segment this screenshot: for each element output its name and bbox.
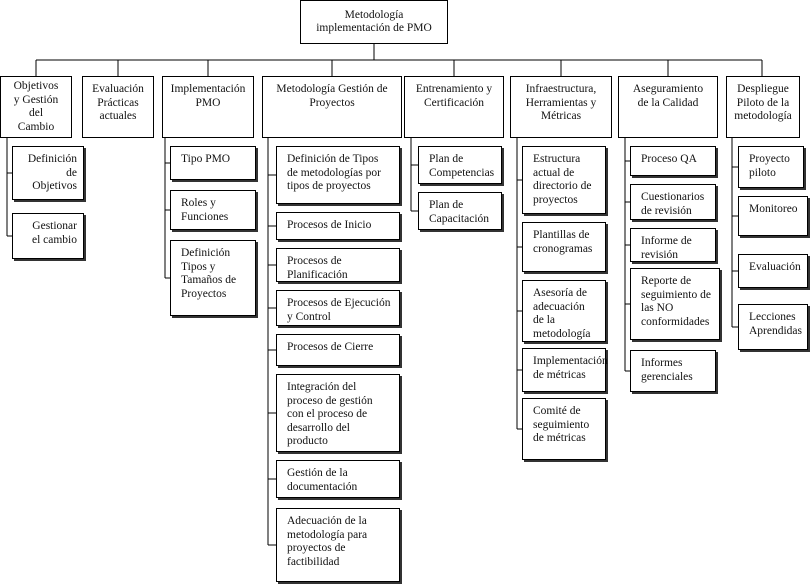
column-header-evaluacion: Evaluación Prácticas actuales (82, 76, 154, 138)
child-label: Gestionar el cambio (31, 220, 77, 246)
child-box: Informe de revisión (630, 228, 716, 262)
child-box: Roles y Funciones (170, 190, 256, 230)
child-label: Comité de seguimiento de métricas (533, 405, 590, 444)
child-box: Procesos de Planificación (276, 248, 400, 282)
child-box: Monitoreo (738, 196, 808, 236)
column-header-label: Despliegue Piloto de la metodología (734, 83, 792, 122)
column-header-implementacion: Implementación PMO (162, 76, 254, 138)
column-header-label: Metodología Gestión de Proyectos (276, 83, 388, 109)
child-label: Lecciones Aprendidas (749, 311, 803, 337)
child-box: Procesos de Inicio (276, 212, 400, 240)
child-box: Procesos de Ejecución y Control (276, 290, 400, 326)
child-label: Plan de Competencias (429, 153, 495, 179)
child-label: Informes gerenciales (641, 357, 693, 383)
child-label: Procesos de Ejecución y Control (287, 297, 391, 323)
child-label: Proyecto piloto (749, 153, 790, 179)
child-box: Adecuación de la metodología para proyec… (276, 508, 400, 582)
child-box: Integración del proceso de gestión con e… (276, 374, 400, 452)
child-label: Definición de Objetivos (27, 153, 77, 192)
column-header-objetivos: Objetivos y Gestión del Cambio (0, 76, 72, 138)
child-label: Implementación de métricas (533, 355, 608, 381)
child-box: Informes gerenciales (630, 350, 716, 392)
child-label: Procesos de Cierre (287, 341, 374, 353)
child-label: Informe de revisión (641, 235, 692, 261)
column-header-infraestructura: Infraestructura, Herramientas y Métricas (510, 76, 612, 138)
child-label: Asesoría de adecuación de la metodología (533, 287, 591, 340)
child-label: Proceso QA (641, 153, 697, 165)
child-box: Definición Tipos y Tamaños de Proyectos (170, 240, 256, 316)
child-label: Plantillas de cronogramas (533, 229, 593, 255)
child-label: Procesos de Planificación (287, 255, 348, 281)
child-label: Procesos de Inicio (287, 219, 372, 231)
column-header-label: Infraestructura, Herramientas y Métricas (525, 83, 597, 122)
child-label: Definición de Tipos de metodologías por … (287, 153, 381, 192)
child-box: Gestión de la documentación (276, 460, 400, 498)
child-label: Adecuación de la metodología para proyec… (287, 515, 368, 568)
child-box: Implementación de métricas (522, 348, 608, 392)
child-box: Gestionar el cambio (12, 213, 84, 259)
root-label: Metodología implementación de PMO (316, 8, 432, 35)
child-label: Tipo PMO (181, 153, 231, 165)
child-box: Proyecto piloto (738, 146, 804, 188)
child-label: Gestión de la documentación (287, 467, 358, 493)
child-label: Definición Tipos y Tamaños de Proyectos (181, 247, 237, 300)
child-box: Cuestionarios de revisión (630, 184, 716, 220)
child-box: Evaluación (738, 254, 808, 288)
child-box: Comité de seguimiento de métricas (522, 398, 606, 460)
child-box: Plan de Competencias (418, 146, 502, 184)
column-header-label: Implementación PMO (170, 83, 246, 109)
child-box: Definición de Objetivos (12, 146, 84, 200)
column-header-despliegue: Despliegue Piloto de la metodología (726, 76, 800, 138)
child-box: Procesos de Cierre (276, 334, 400, 366)
child-label: Evaluación (749, 261, 801, 273)
child-box: Lecciones Aprendidas (738, 304, 808, 350)
child-label: Monitoreo (749, 203, 798, 215)
child-label: Reporte de seguimiento de las NO conform… (641, 275, 711, 328)
child-box: Proceso QA (630, 146, 716, 176)
child-label: Estructura actual de directorio de proye… (533, 153, 592, 206)
child-box: Definición de Tipos de metodologías por … (276, 146, 400, 204)
column-header-label: Aseguramiento de la Calidad (632, 83, 704, 109)
child-box: Estructura actual de directorio de proye… (522, 146, 606, 214)
child-label: Roles y Funciones (181, 197, 229, 223)
child-box: Reporte de seguimiento de las NO conform… (630, 268, 720, 340)
child-box: Plan de Capacitación (418, 192, 502, 230)
child-label: Cuestionarios de revisión (641, 191, 705, 217)
child-label: Plan de Capacitación (429, 199, 490, 225)
child-box: Plantillas de cronogramas (522, 222, 606, 272)
child-box: Asesoría de adecuación de la metodología (522, 280, 606, 342)
child-box: Tipo PMO (170, 146, 256, 180)
root-box: Metodología implementación de PMO (300, 0, 448, 44)
column-header-entrenamiento: Entrenamiento y Certificación (404, 76, 504, 138)
column-header-metodologia: Metodología Gestión de Proyectos (262, 76, 402, 138)
column-header-label: Objetivos y Gestión del Cambio (13, 80, 59, 133)
column-header-aseguramiento: Aseguramiento de la Calidad (618, 76, 718, 138)
column-header-label: Evaluación Prácticas actuales (92, 83, 144, 122)
child-label: Integración del proceso de gestión con e… (287, 381, 373, 447)
column-header-label: Entrenamiento y Certificación (415, 83, 493, 109)
